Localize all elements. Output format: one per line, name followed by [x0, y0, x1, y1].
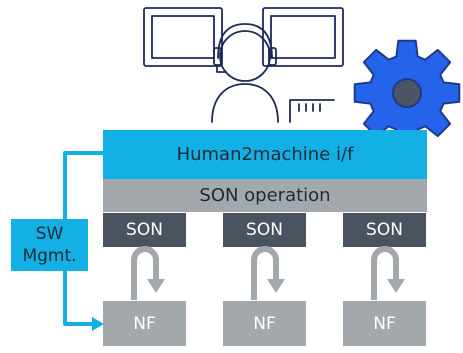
nf-box-3: NF: [343, 301, 426, 346]
feedback-loop-arrow-icon: [251, 246, 279, 300]
son-box-2: SON: [223, 213, 306, 247]
son-label-3: SON: [366, 220, 403, 240]
nf-label-2: NF: [253, 313, 276, 334]
nf-label-3: NF: [373, 313, 396, 334]
sw-label: SW: [35, 224, 64, 244]
sw-mgmt-box: SW Mgmt.: [11, 219, 88, 271]
nf-label-1: NF: [133, 313, 156, 334]
human2machine-label: Human2machine i/f: [176, 144, 354, 165]
son-box-1: SON: [103, 213, 186, 247]
son-operation-label: SON operation: [199, 185, 331, 206]
gear-hub: [392, 78, 422, 108]
son-operation-layer: SON operation: [103, 179, 427, 212]
loop-arrowhead-2: [267, 279, 285, 293]
loop-arrowhead-3: [387, 279, 405, 293]
son-box-3: SON: [343, 213, 426, 247]
nf-box-1: NF: [103, 301, 186, 346]
son-label-1: SON: [126, 220, 163, 240]
feedback-loop-arrow-icon: [131, 246, 159, 300]
mgmt-label: Mgmt.: [22, 246, 77, 266]
nf-box-2: NF: [223, 301, 306, 346]
feedback-loop-arrow-icon: [371, 246, 399, 300]
loop-arrowhead-1: [147, 279, 165, 293]
human2machine-interface-layer: Human2machine i/f: [103, 130, 427, 179]
son-label-2: SON: [246, 220, 283, 240]
